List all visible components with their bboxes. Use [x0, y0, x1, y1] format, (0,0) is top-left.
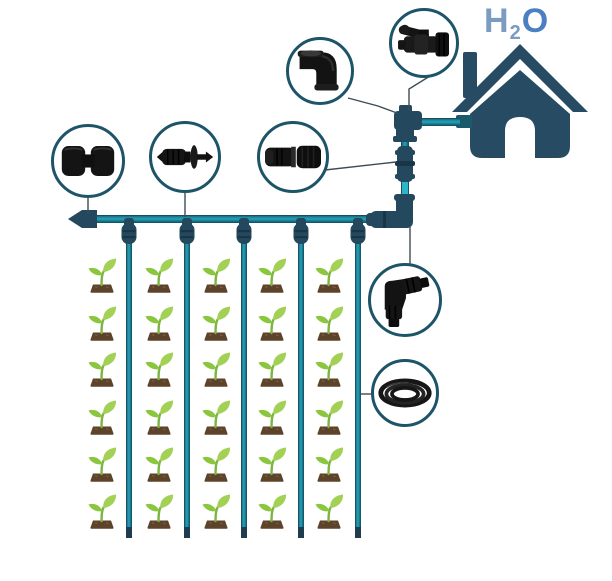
leader-elbow — [347, 97, 398, 114]
plant-icon — [255, 256, 289, 294]
plant-icon — [142, 445, 176, 483]
plant-icon — [199, 398, 233, 436]
drip-lines — [121, 218, 366, 538]
tee-fitting — [350, 218, 366, 244]
plant-icon — [312, 398, 346, 436]
barbed-dripper-icon — [156, 145, 214, 169]
tee-fitting — [236, 218, 252, 244]
plant-icon — [312, 256, 346, 294]
callout-coupler — [257, 121, 329, 193]
plant-icon — [312, 445, 346, 483]
tee-fitting — [179, 218, 195, 244]
h2o-subscript: 2 — [509, 22, 522, 44]
tee-fitting — [121, 218, 137, 244]
callout-dripper — [149, 121, 221, 193]
callout-end-closure — [51, 124, 125, 198]
drip-line-end — [241, 527, 247, 538]
h2o-label: H2O — [484, 2, 549, 45]
plant-icon — [85, 350, 119, 388]
plant-icon — [142, 350, 176, 388]
tee-fitting — [293, 218, 309, 244]
riser-bright-segment — [402, 180, 408, 202]
plant-icon — [199, 350, 233, 388]
house-door — [505, 117, 535, 158]
drip-line-end — [184, 527, 190, 538]
plant-icon — [255, 304, 289, 342]
drip-line-end — [298, 527, 304, 538]
figure8-end-closure-icon — [61, 146, 115, 176]
drip-line — [293, 218, 309, 538]
plant-icon — [255, 398, 289, 436]
plant-icon — [85, 256, 119, 294]
threaded-elbow-icon — [297, 50, 339, 91]
plant-icon — [199, 256, 233, 294]
drip-line — [121, 218, 137, 538]
plant-icon — [199, 304, 233, 342]
plant-icon — [255, 492, 289, 530]
plant-icon — [312, 492, 346, 530]
drip-line-end — [355, 527, 361, 538]
plant-icon — [199, 445, 233, 483]
plant-icon — [85, 398, 119, 436]
plant-icon — [85, 304, 119, 342]
mainline-end-cap — [68, 210, 97, 228]
plant-icon — [312, 304, 346, 342]
house-roof — [452, 44, 588, 112]
compression-coupler-icon — [265, 145, 321, 169]
drip-tubing-coil-icon — [378, 378, 432, 408]
plant-icon — [199, 492, 233, 530]
house-body — [470, 70, 570, 158]
plant-icon — [142, 398, 176, 436]
drip-line — [350, 218, 366, 538]
drip-line-end — [126, 527, 132, 538]
callout-tubing-coil — [371, 359, 439, 427]
compression-elbow-icon — [384, 276, 430, 328]
callout-elbow — [286, 37, 354, 105]
coupler-fitting-riser — [395, 146, 415, 182]
h2o-h: H — [484, 2, 510, 40]
plant-icon — [142, 304, 176, 342]
plant-icon — [312, 350, 346, 388]
ball-valve-icon — [398, 24, 449, 57]
drip-line — [236, 218, 252, 538]
callout-ball-valve — [389, 8, 459, 78]
plant-icon — [142, 492, 176, 530]
plant-icon — [85, 492, 119, 530]
plant-icon — [85, 445, 119, 483]
house-feed-pipe — [408, 118, 460, 126]
drip-line — [179, 218, 195, 538]
plant-icon — [255, 445, 289, 483]
plant-icon — [142, 256, 176, 294]
h2o-o: O — [521, 2, 550, 40]
elbow-fitting-bottom — [366, 194, 415, 228]
house-icon — [452, 44, 588, 158]
callout-compression-elbow — [368, 263, 442, 337]
leader-coupler — [324, 161, 397, 171]
plant-icon — [255, 350, 289, 388]
callout-leader-lines — [87, 75, 431, 395]
pipe-fittings — [68, 105, 422, 228]
elbow-fitting-top — [393, 105, 422, 142]
chimney — [463, 52, 477, 98]
leader-ball-valve — [408, 75, 431, 111]
